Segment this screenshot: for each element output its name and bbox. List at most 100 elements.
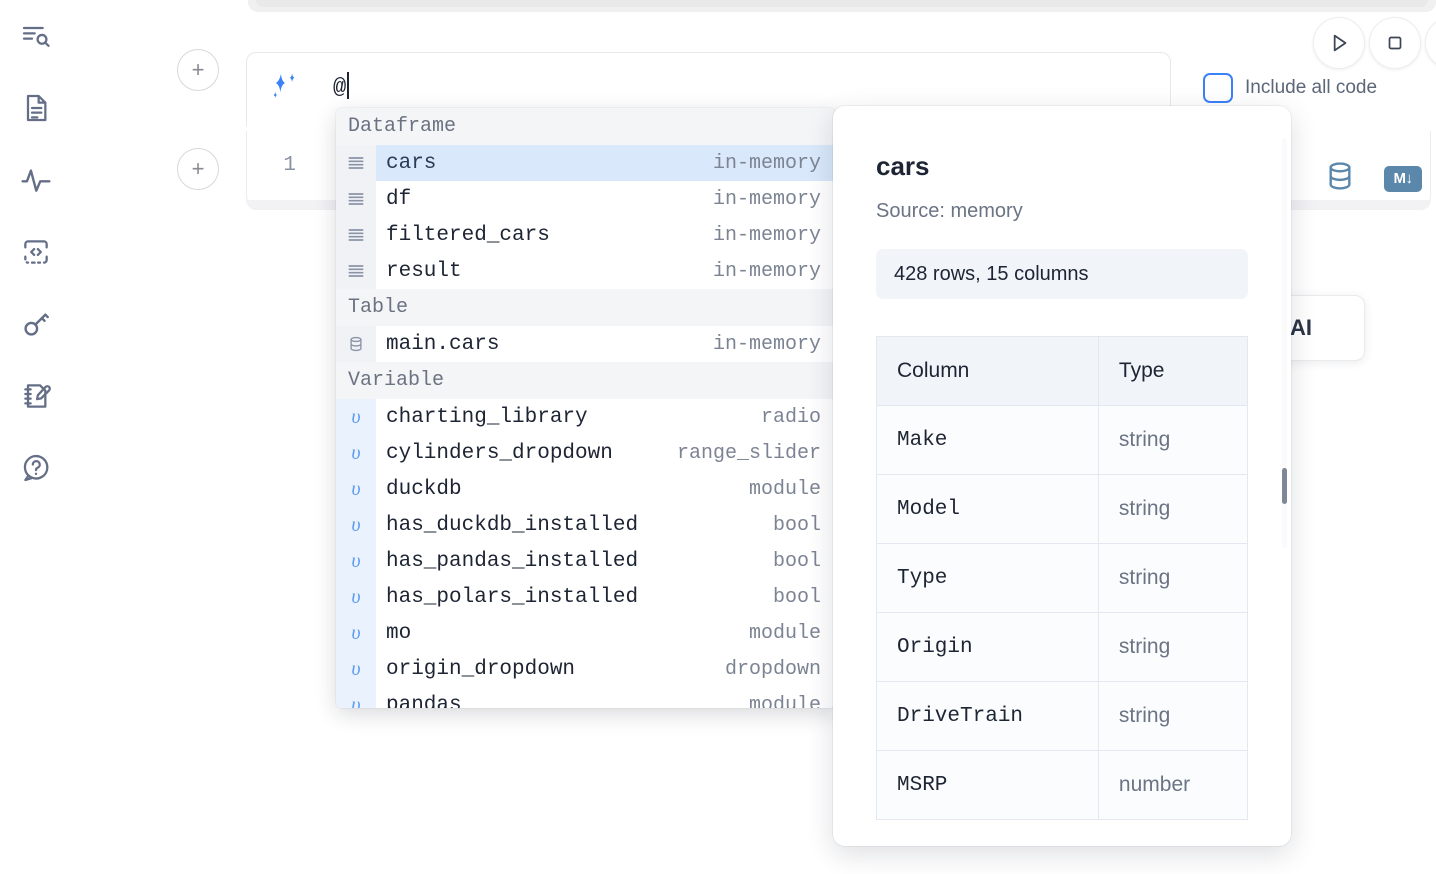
variable-icon: υ [336,615,376,651]
detail-shape-badge: 428 rows, 15 columns [876,249,1248,299]
ai-prompt-value: @ [333,75,347,100]
autocomplete-item-type: module [748,693,821,709]
activity-pulse-icon[interactable] [14,158,58,202]
variable-icon: υ [336,399,376,435]
sparkles-icon [266,70,302,106]
variable-icon: υ [336,651,376,687]
schema-column-name: Make [876,405,1099,475]
variable-icon: υ [336,507,376,543]
include-all-code-checkbox[interactable] [1203,73,1233,103]
autocomplete-section-header: Table [336,289,835,326]
autocomplete-item-type: in-memory [712,151,821,175]
document-icon[interactable] [14,86,58,130]
outline-search-icon[interactable] [14,14,58,58]
autocomplete-item-name: charting_library [386,405,588,429]
code-brackets-icon[interactable] [14,230,58,274]
schema-column-name: DriveTrain [876,681,1099,751]
autocomplete-item-type: module [748,477,821,501]
autocomplete-item-name: cylinders_dropdown [386,441,613,465]
autocomplete-item-type: module [748,621,821,645]
autocomplete-item-name: main.cars [386,332,500,356]
dataframe-rows-icon [336,145,376,181]
panel-scrollbar[interactable] [1282,138,1287,548]
include-all-code-control[interactable]: Include all code [1203,73,1377,103]
autocomplete-item[interactable]: υ charting_library radio [336,399,835,435]
more-actions-button[interactable] [1425,17,1436,69]
autocomplete-item-type: range_slider [676,441,821,465]
variable-icon: υ [336,543,376,579]
autocomplete-item-type: bool [772,549,821,573]
autocomplete-item[interactable]: cars in-memory [336,145,835,181]
schema-column-type: string [1097,543,1249,613]
variable-icon: υ [336,471,376,507]
autocomplete-item-type: in-memory [712,259,821,283]
schema-column-type: number [1097,750,1249,820]
markdown-icon[interactable]: M↓ [1384,165,1422,192]
autocomplete-item[interactable]: υ has_pandas_installed bool [336,543,835,579]
dataframe-rows-icon [336,181,376,217]
autocomplete-item-name: has_duckdb_installed [386,513,639,537]
autocomplete-item-type: in-memory [712,332,821,356]
markdown-letter: M [1393,170,1407,187]
database-icon [336,326,376,362]
autocomplete-item-name: mo [386,621,412,645]
autocomplete-item-name: cars [386,151,437,175]
autocomplete-item-type: radio [760,405,821,429]
autocomplete-item-name: df [386,187,412,211]
autocomplete-item-type: dropdown [724,657,821,681]
add-cell-button-top[interactable]: + [177,49,219,91]
add-cell-plus-icon: + [191,57,205,82]
add-cell-plus-icon: + [191,156,205,181]
stop-button[interactable] [1369,17,1421,69]
schema-column-name: Origin [876,612,1099,682]
key-icon[interactable] [14,302,58,346]
help-chat-icon[interactable] [14,446,58,490]
schema-column-type: string [1097,612,1249,682]
variable-icon: υ [336,435,376,471]
autocomplete-item[interactable]: υ origin_dropdown dropdown [336,651,835,687]
code-line-number: 1 [283,154,296,177]
dataframe-rows-icon [336,253,376,289]
variable-icon: υ [336,579,376,615]
autocomplete-item-type: bool [772,585,821,609]
add-cell-button-bottom[interactable]: + [177,148,219,190]
notebook-edit-icon[interactable] [14,374,58,418]
ai-prompt-input[interactable]: @ [333,72,350,100]
schema-table-header-cell: Type [1097,336,1249,406]
dataframe-rows-icon [336,217,376,253]
autocomplete-item[interactable]: main.cars in-memory [336,326,835,362]
autocomplete-item-name: origin_dropdown [386,657,576,681]
database-icon[interactable] [1324,160,1356,197]
icon-rail [0,0,72,874]
cell-language-actions: M↓ [1324,160,1422,197]
autocomplete-item-name: pandas [386,693,462,709]
text-cursor [347,72,350,99]
autocomplete-item-name: has_pandas_installed [386,549,639,573]
run-button[interactable] [1313,17,1365,69]
cell-above-edge-inner [256,0,1428,7]
schema-table-header-cell: Column [876,336,1099,406]
autocomplete-item-name: duckdb [386,477,462,501]
schema-column-name: Type [876,543,1099,613]
completion-detail-panel: cars Source: memory 428 rows, 15 columns… [833,106,1291,846]
autocomplete-item[interactable]: υ cylinders_dropdown range_slider [336,435,835,471]
schema-column-type: string [1097,681,1249,751]
variable-icon: υ [336,687,376,708]
schema-column-type: string [1097,474,1249,544]
